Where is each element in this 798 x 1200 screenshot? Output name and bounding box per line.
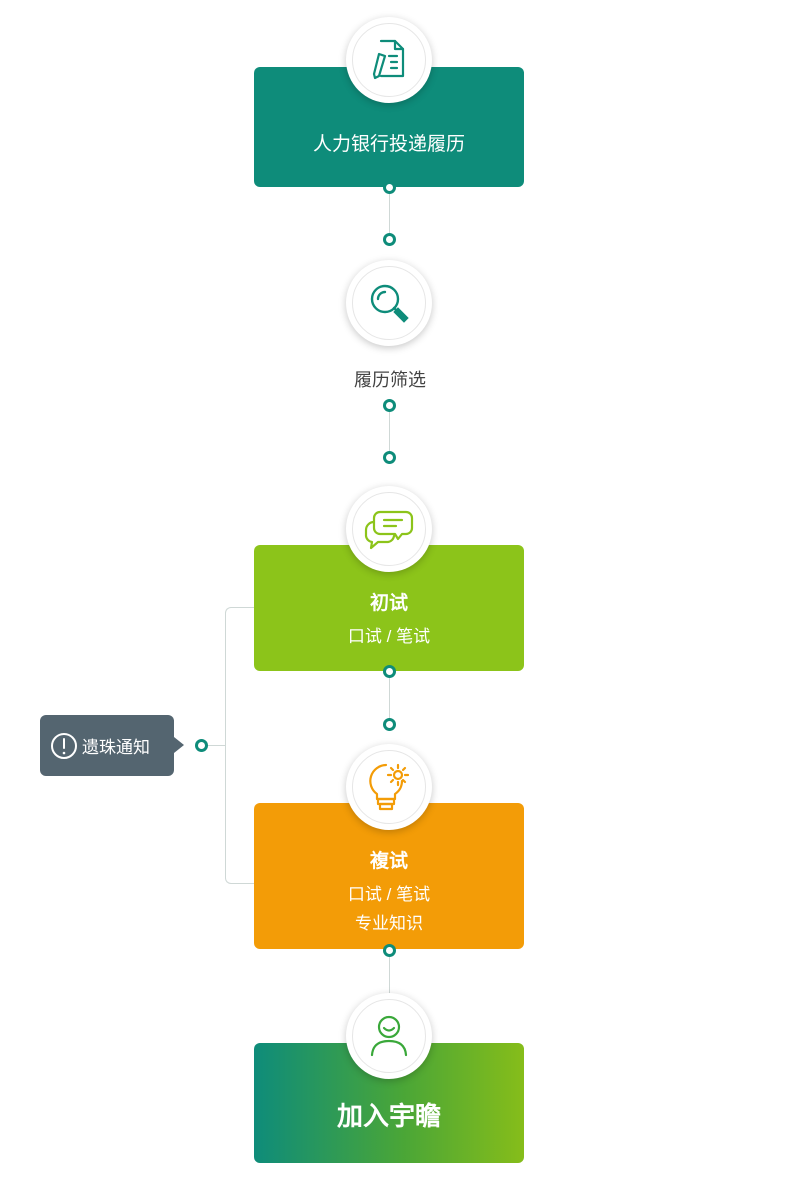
step-join-card: 加入宇瞻 (254, 1043, 524, 1163)
step-second-subtitle-2: 专业知识 (355, 914, 423, 933)
chat-bubbles-icon (364, 510, 414, 550)
step-second-dot (383, 944, 396, 957)
step-resume-dot (383, 181, 396, 194)
step-join-badge (346, 993, 432, 1079)
notice-connector (207, 745, 225, 746)
connector-line (389, 193, 390, 233)
step-screening-dot (383, 399, 396, 412)
connector-line (389, 678, 390, 718)
notice-dot (195, 739, 208, 752)
step-resume-badge (346, 17, 432, 103)
step-first-dot (383, 665, 396, 678)
exclamation-icon (51, 732, 77, 759)
step-screening-top-dot (383, 233, 396, 246)
lightbulb-gear-icon (369, 763, 410, 811)
notice-box: 遗珠通知 (40, 715, 174, 776)
notice-label: 遗珠通知 (82, 738, 150, 757)
step-screening-title: 履历筛选 (354, 370, 426, 390)
notice-arrow (174, 737, 184, 753)
document-pen-icon (372, 39, 405, 80)
step-first-title: 初试 (369, 593, 408, 614)
connector-line (389, 411, 390, 451)
step-second-badge (346, 744, 432, 830)
step-second-title: 複试 (369, 851, 408, 872)
notice-bracket (225, 607, 255, 884)
step-second-top-dot (383, 718, 396, 731)
step-screening-badge (346, 260, 432, 346)
person-smile-icon (370, 1015, 408, 1057)
step-first-badge (346, 486, 432, 572)
step-join-title: 加入宇瞻 (336, 1101, 441, 1131)
step-first-top-dot (383, 451, 396, 464)
connector-line (389, 957, 390, 997)
step-second-subtitle: 口试 / 笔试 (347, 885, 431, 904)
step-first-subtitle: 口试 / 笔试 (347, 627, 431, 646)
step-resume-title: 人力银行投递履历 (312, 134, 465, 155)
magnifier-icon (370, 284, 409, 323)
step-second-card: 複试 口试 / 笔试 专业知识 (254, 803, 524, 949)
